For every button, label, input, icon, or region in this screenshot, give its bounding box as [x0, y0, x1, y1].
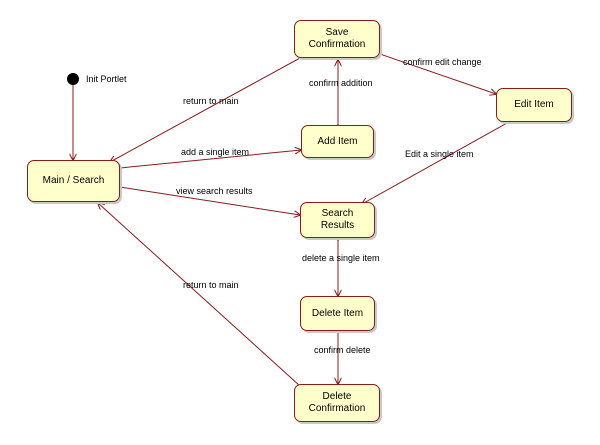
- state-delete-item[interactable]: Delete Item: [300, 296, 375, 331]
- state-edit-item[interactable]: Edit Item: [496, 88, 572, 122]
- label-return-to-main-bottom: return to main: [183, 280, 239, 290]
- label-delete-single-item: delete a single item: [302, 253, 380, 263]
- label-add-single-item: add a single item: [181, 147, 250, 157]
- state-save-confirmation[interactable]: Save Confirmation: [294, 20, 380, 58]
- state-main-search[interactable]: Main / Search: [27, 160, 120, 202]
- label-edit-single-item: Edit a single item: [405, 149, 474, 159]
- label-confirm-addition: confirm addition: [309, 78, 373, 88]
- edge-save-edit: [380, 54, 496, 94]
- initial-state-label: Init Portlet: [86, 74, 127, 84]
- state-delete-confirmation[interactable]: Delete Confirmation: [294, 384, 380, 422]
- edge-main-add: [120, 150, 301, 168]
- edge-save-main: [110, 57, 301, 162]
- label-confirm-delete: confirm delete: [314, 345, 371, 355]
- label-view-search-results: view search results: [176, 186, 253, 196]
- state-search-results[interactable]: Search Results: [300, 202, 375, 238]
- label-return-to-main-top: return to main: [183, 96, 239, 106]
- label-confirm-edit-change: confirm edit change: [403, 57, 482, 67]
- initial-state-dot: [67, 73, 79, 85]
- edge-edit-results: [362, 123, 507, 204]
- edge-main-results: [120, 187, 300, 215]
- state-add-item[interactable]: Add Item: [301, 125, 374, 158]
- edge-delconf-main: [98, 203, 301, 387]
